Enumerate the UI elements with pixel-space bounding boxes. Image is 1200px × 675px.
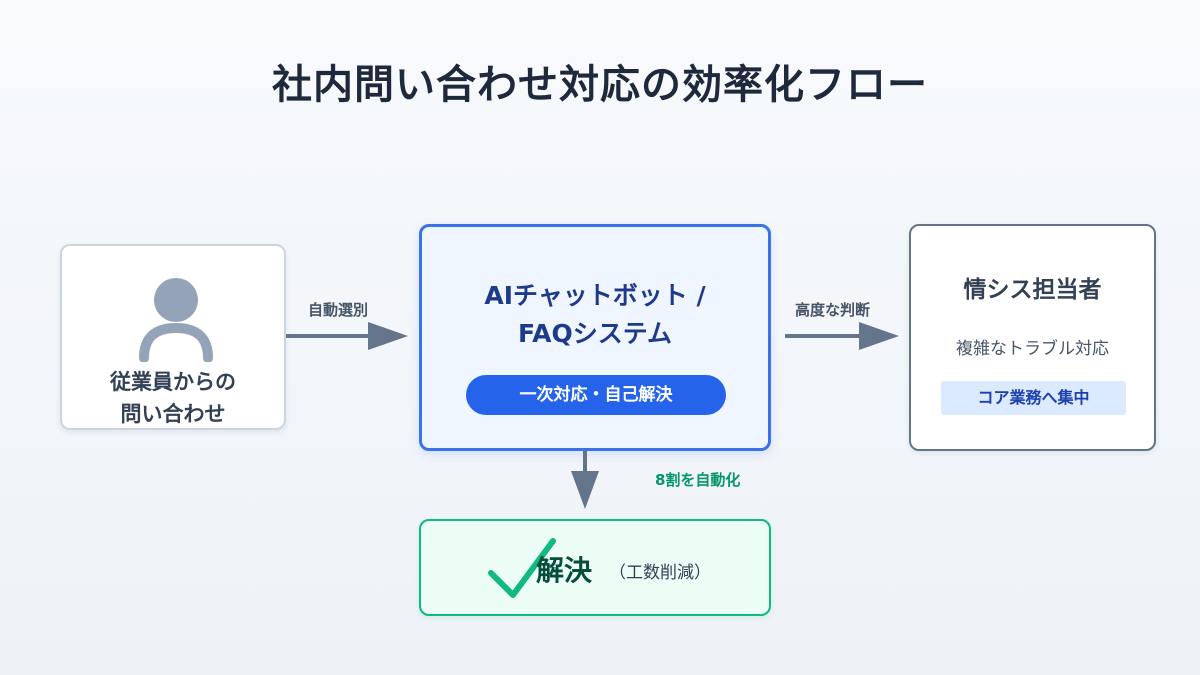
ai-title-line1: AIチャットボット / bbox=[484, 281, 706, 310]
ai-chatbot-title: AIチャットボット / FAQシステム bbox=[422, 277, 768, 353]
resolution-node: 解決 （工数削減） bbox=[419, 519, 771, 616]
person-icon bbox=[139, 278, 213, 362]
it-staff-title: 情シス担当者 bbox=[963, 277, 1102, 303]
resolution-note: （工数削減） bbox=[609, 563, 711, 583]
arrow-ai-to-staff bbox=[785, 322, 899, 350]
checkmark-icon bbox=[488, 538, 556, 598]
resolution-label: 解決 bbox=[536, 554, 593, 587]
user-label-line2: 問い合わせ bbox=[120, 402, 226, 426]
it-staff-description: 複雑なトラブル対応 bbox=[956, 339, 1109, 359]
arrow-ai-to-result bbox=[571, 451, 599, 509]
edge-label-automation-rate: 8割を自動化 bbox=[655, 471, 741, 489]
it-staff-node: 情シス担当者 複雑なトラブル対応 コア業務へ集中 bbox=[909, 224, 1156, 451]
arrow-user-to-ai bbox=[286, 322, 408, 350]
first-response-badge: 一次対応・自己解決 bbox=[466, 375, 726, 415]
edge-label-advanced-judgment: 高度な判断 bbox=[795, 301, 871, 319]
diagram-title: 社内問い合わせ対応の効率化フロー bbox=[272, 62, 928, 108]
user-label-line1: 従業員からの bbox=[110, 370, 236, 394]
ai-title-line2: FAQシステム bbox=[517, 319, 673, 348]
edge-label-auto-sort: 自動選別 bbox=[308, 301, 369, 319]
core-work-tag: コア業務へ集中 bbox=[941, 381, 1126, 415]
user-inquiry-label: 従業員からの 問い合わせ bbox=[62, 366, 284, 430]
ai-chatbot-node: AIチャットボット / FAQシステム 一次対応・自己解決 bbox=[419, 224, 771, 451]
user-inquiry-node: 従業員からの 問い合わせ bbox=[60, 244, 286, 430]
